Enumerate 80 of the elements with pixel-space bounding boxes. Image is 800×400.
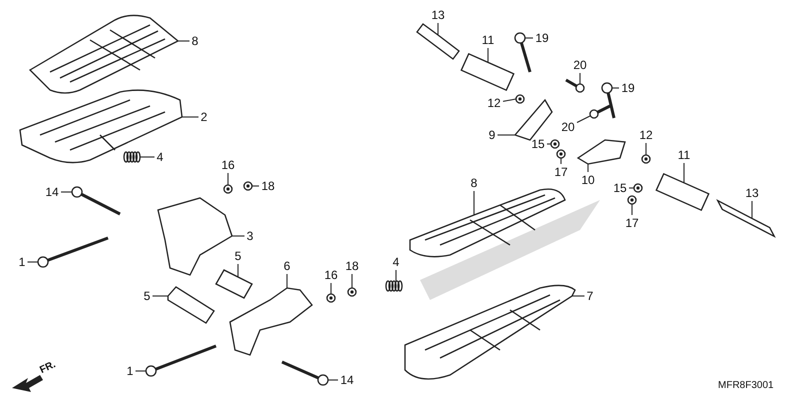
- callout-number: 1: [126, 364, 134, 378]
- callout-number: 20: [572, 58, 588, 72]
- callout-number: 3: [246, 229, 254, 243]
- callout-number: 18: [344, 259, 360, 273]
- callout-number: 20: [560, 120, 576, 134]
- bracket-drawing: [157, 197, 233, 276]
- washer-drawing: [633, 183, 643, 193]
- callout-number: 18: [260, 179, 276, 193]
- callout-number: 11: [480, 33, 496, 47]
- washer-drawing: [550, 139, 560, 149]
- callout-number: 15: [612, 181, 628, 195]
- cotter-pin-drawing: [627, 195, 637, 205]
- collar-drawing: [167, 286, 215, 324]
- leader-line: [502, 98, 516, 102]
- washer-drawing: [223, 184, 233, 194]
- leader-line: [286, 274, 288, 288]
- footboard-mat-drawing: [409, 188, 566, 258]
- callout-number: 2: [200, 110, 208, 124]
- pin-drawing: [514, 32, 532, 72]
- callout-number: 16: [220, 158, 236, 172]
- callout-number: 15: [530, 137, 546, 151]
- pin-drawing: [37, 236, 109, 268]
- callout-number: 14: [44, 185, 60, 199]
- direction-label: FR.: [38, 359, 58, 377]
- leader-line: [178, 40, 190, 42]
- bolt-drawing: [589, 104, 611, 119]
- grip-drawing: [655, 172, 710, 212]
- leader-line: [330, 282, 332, 294]
- washer-drawing: [515, 94, 525, 104]
- collar-drawing: [215, 269, 253, 299]
- grip-drawing: [460, 52, 515, 92]
- callout-number: 8: [190, 34, 200, 48]
- callout-number: 5: [142, 289, 152, 303]
- footboard-mat-drawing: [29, 14, 179, 94]
- peg-pin-drawing: [716, 199, 776, 238]
- callout-number: 17: [553, 165, 569, 179]
- bracket-drawing: [576, 139, 626, 165]
- spring-drawing: [123, 151, 141, 163]
- callout-number: 19: [534, 31, 550, 45]
- callout-number: 5: [234, 249, 242, 263]
- cotter-pin-drawing: [556, 149, 566, 159]
- bracket-drawing: [229, 287, 313, 356]
- washer-drawing: [641, 154, 651, 164]
- callout-number: 8: [470, 176, 478, 190]
- callout-number: 6: [282, 259, 292, 273]
- bolt-drawing: [71, 186, 121, 216]
- callout-number: 14: [339, 373, 355, 387]
- leader-line: [560, 158, 562, 164]
- callout-number: 4: [156, 150, 164, 164]
- callout-number: 1: [18, 255, 26, 269]
- callout-number: 12: [638, 128, 654, 142]
- peg-pin-drawing: [416, 23, 460, 60]
- clip-drawing: [243, 181, 253, 191]
- leader-line: [140, 156, 155, 158]
- spring-drawing: [385, 280, 403, 292]
- bracket-drawing: [514, 98, 553, 141]
- leader-line: [497, 134, 516, 136]
- callout-number: 9: [488, 128, 496, 142]
- footboard-frame-drawing: [404, 284, 576, 380]
- clip-drawing: [347, 287, 357, 297]
- footboard-frame-drawing: [19, 90, 183, 164]
- pin-drawing: [145, 344, 217, 377]
- bolt-drawing: [281, 360, 329, 386]
- callout-number: 7: [586, 289, 594, 303]
- pin-drawing: [601, 82, 616, 118]
- callout-number: 11: [676, 148, 692, 162]
- bolt-drawing: [565, 78, 585, 93]
- washer-drawing: [326, 293, 336, 303]
- leader-line: [576, 116, 590, 123]
- callout-number: 16: [323, 268, 339, 282]
- leader-line: [135, 370, 146, 372]
- callout-number: 4: [392, 255, 400, 269]
- callout-number: 13: [744, 186, 760, 200]
- callout-number: 13: [430, 8, 446, 22]
- drawing-code: MFR8F3001: [718, 380, 774, 392]
- callout-number: 19: [620, 81, 636, 95]
- leader-line: [182, 116, 199, 118]
- callout-number: 17: [624, 216, 640, 230]
- callout-number: 10: [580, 173, 596, 187]
- callout-number: 12: [486, 96, 502, 110]
